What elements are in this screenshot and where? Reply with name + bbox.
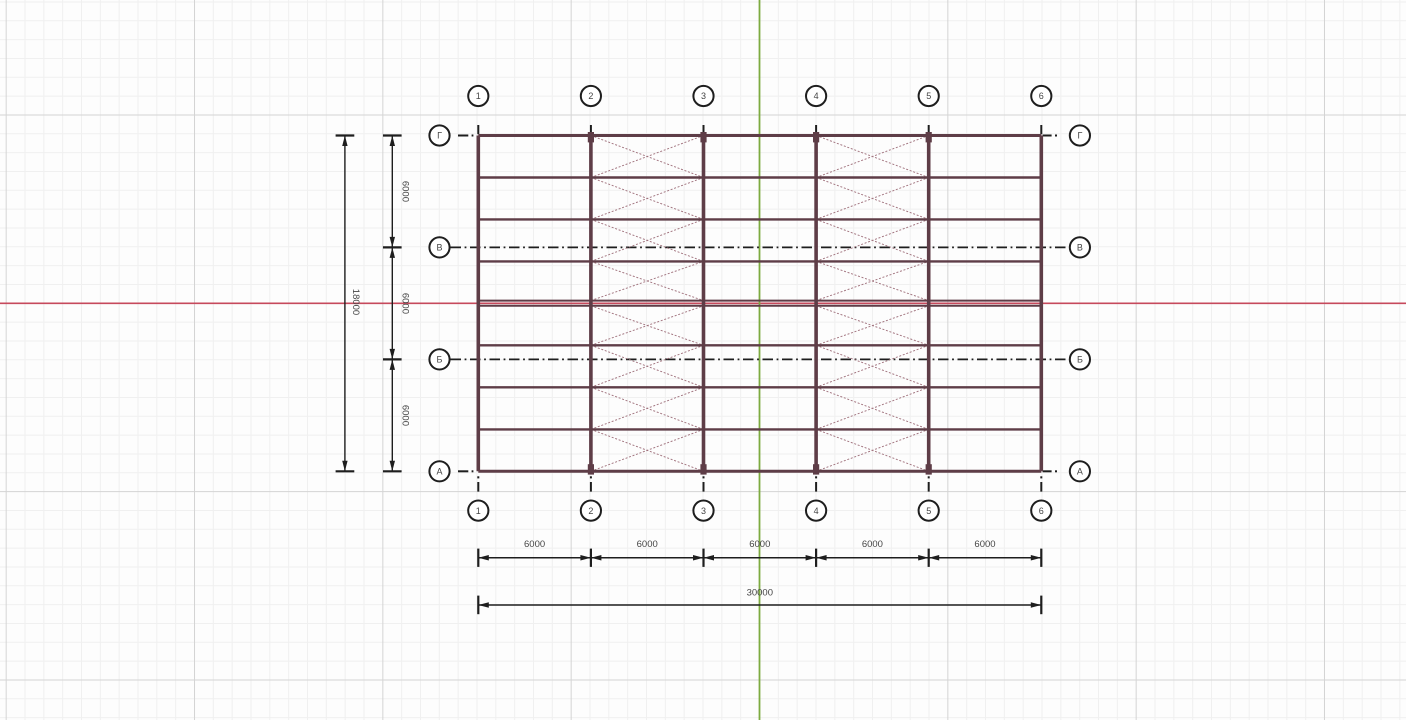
svg-text:6000: 6000 bbox=[974, 539, 995, 550]
svg-text:30000: 30000 bbox=[747, 588, 773, 599]
svg-text:Г: Г bbox=[437, 131, 442, 141]
svg-text:А: А bbox=[436, 467, 442, 477]
svg-text:6000: 6000 bbox=[749, 539, 770, 550]
svg-text:1: 1 bbox=[476, 506, 481, 516]
svg-text:2: 2 bbox=[588, 91, 593, 101]
svg-text:Б: Б bbox=[1077, 355, 1083, 365]
svg-text:6000: 6000 bbox=[862, 539, 883, 550]
svg-text:3: 3 bbox=[701, 506, 706, 516]
svg-text:4: 4 bbox=[814, 506, 819, 516]
svg-text:Г: Г bbox=[1077, 131, 1082, 141]
svg-text:Б: Б bbox=[437, 355, 443, 365]
svg-text:18000: 18000 bbox=[350, 289, 361, 315]
svg-text:6000: 6000 bbox=[524, 539, 545, 550]
svg-text:6000: 6000 bbox=[400, 181, 411, 202]
svg-text:6: 6 bbox=[1039, 91, 1044, 101]
svg-text:2: 2 bbox=[588, 506, 593, 516]
svg-text:В: В bbox=[1077, 243, 1083, 253]
svg-text:6: 6 bbox=[1039, 506, 1044, 516]
svg-text:6000: 6000 bbox=[637, 539, 658, 550]
svg-text:В: В bbox=[436, 243, 442, 253]
svg-text:4: 4 bbox=[814, 91, 819, 101]
svg-text:А: А bbox=[1077, 467, 1083, 477]
svg-text:5: 5 bbox=[926, 91, 931, 101]
svg-text:6000: 6000 bbox=[400, 405, 411, 426]
svg-text:1: 1 bbox=[476, 91, 481, 101]
svg-text:5: 5 bbox=[926, 506, 931, 516]
svg-text:6000: 6000 bbox=[400, 293, 411, 314]
svg-text:3: 3 bbox=[701, 91, 706, 101]
